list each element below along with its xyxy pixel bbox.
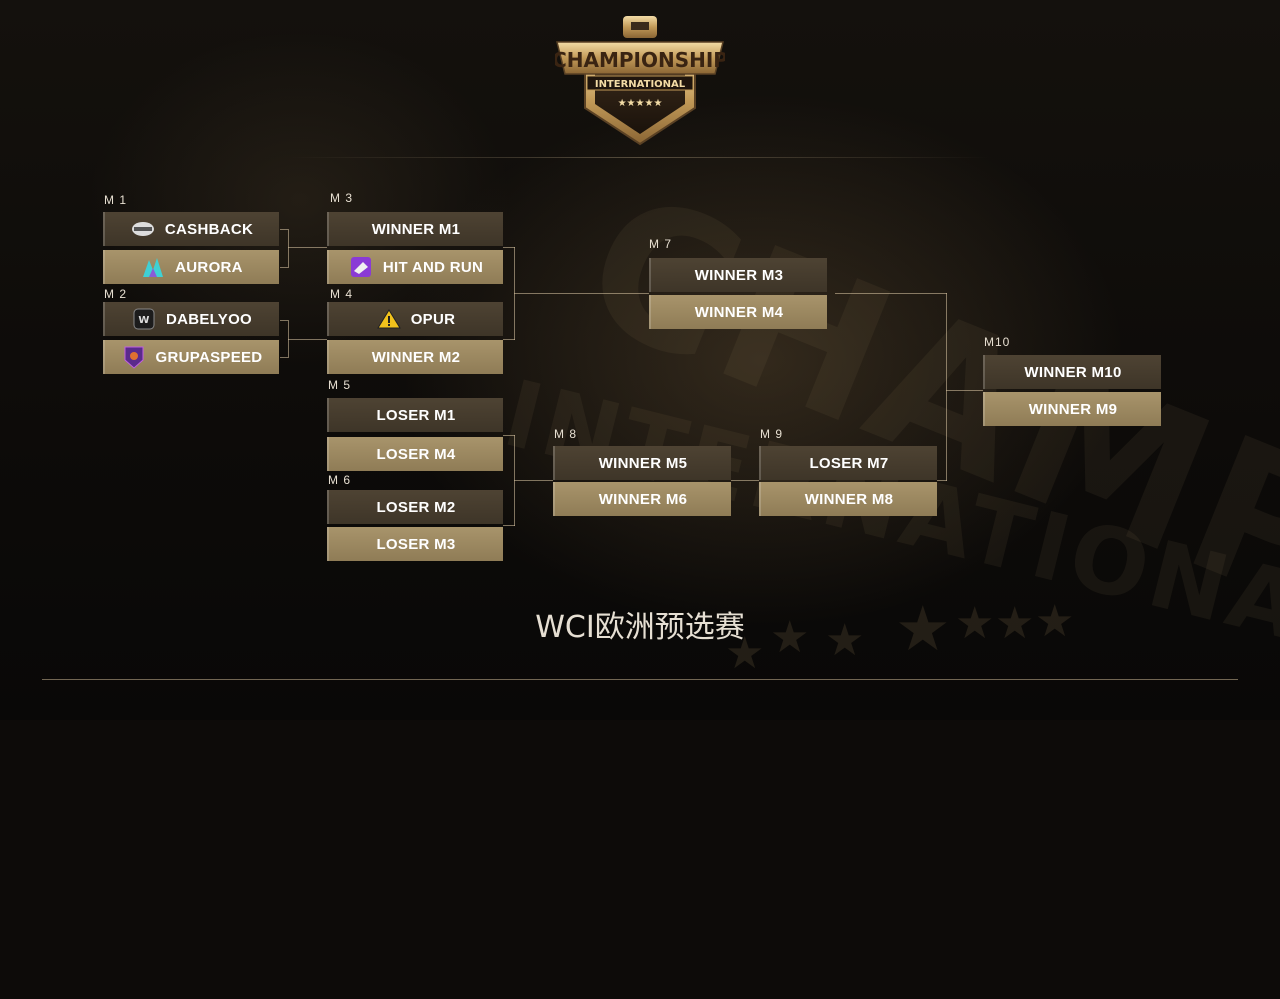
slot-text: LOSER M4: [376, 445, 456, 463]
slot-text: WINNER M4: [694, 303, 784, 321]
bracket-connector: [288, 229, 289, 268]
bracket-connector: [288, 247, 327, 248]
slot-text: WINNER M1: [371, 220, 461, 238]
match-label-m8: M 8: [554, 427, 578, 441]
svg-text:INTERNATIONAL: INTERNATIONAL: [595, 79, 686, 90]
aurora-logo-icon: [141, 256, 165, 278]
bracket-connector: [503, 339, 515, 340]
team-name: DABELYOO: [165, 310, 253, 328]
match-label-m9: M 9: [760, 427, 784, 441]
match-label-m2: M 2: [104, 287, 128, 301]
bracket-slot-m3-team2: HIT AND RUN: [327, 250, 503, 284]
bracket-slot-m2-team2: GRUPASPEED: [103, 340, 279, 374]
slot-text: WINNER M3: [694, 266, 784, 284]
bracket-slot-m4-team1: OPUR: [327, 302, 503, 336]
match-label-m5: M 5: [328, 378, 352, 392]
bracket-slot-m4-team2: WINNER M2: [327, 340, 503, 374]
slot-text: WINNER M10: [1024, 363, 1122, 381]
team-name: HIT AND RUN: [382, 258, 484, 276]
bracket-connector: [835, 293, 947, 294]
match-label-m10: M10: [984, 335, 1011, 349]
bracket-slot-m9-team1: LOSER M7: [759, 446, 937, 480]
team-name: CASHBACK: [164, 220, 254, 238]
bracket-slot-m7-team2: WINNER M4: [649, 295, 827, 329]
bracket-connector: [288, 339, 327, 340]
match-label-m6: M 6: [328, 473, 352, 487]
bracket-connector: [280, 229, 288, 230]
background-star-icon: ★: [955, 599, 995, 648]
cashback-logo-icon: [131, 218, 155, 240]
background-star-icon: ★: [825, 616, 865, 665]
slot-text: WINNER M8: [804, 490, 894, 508]
bracket-slot-m10-team1: WINNER M10: [983, 355, 1161, 389]
svg-text:CHAMPIONSHIP: CHAMPIONSHIP: [555, 48, 725, 72]
bracket-connector: [280, 267, 288, 268]
bracket-connector: [946, 390, 983, 391]
event-title: WCI欧洲预选赛: [535, 610, 745, 645]
match-label-m1: M 1: [104, 193, 128, 207]
bracket-slot-m1-team1: CASHBACK: [103, 212, 279, 246]
hit-and-run-logo-icon: [349, 256, 373, 278]
match-label-m7: M 7: [649, 237, 673, 251]
background-star-icon: ★: [895, 595, 951, 664]
svg-text:★★★★★: ★★★★★: [618, 98, 663, 109]
bracket-slot-m1-team2: AURORA: [103, 250, 279, 284]
opur-logo-icon: [376, 308, 401, 330]
bracket-slot-m8-team1: WINNER M5: [553, 446, 731, 480]
bracket-slot-m8-team2: WINNER M6: [553, 482, 731, 516]
championship-logo: CHAMPIONSHIP INTERNATIONAL ★★★★★: [552, 12, 728, 152]
background-star-icon: ★: [995, 599, 1035, 648]
footer-divider: [42, 679, 1238, 680]
slot-text: WINNER M6: [598, 490, 688, 508]
bracket-slot-m3-team1: WINNER M1: [327, 212, 503, 246]
bracket-slot-m6-team2: LOSER M3: [327, 527, 503, 561]
bracket-slot-m9-team2: WINNER M8: [759, 482, 937, 516]
bracket-connector: [937, 480, 947, 481]
bracket-connector: [503, 525, 515, 526]
bracket-slot-m5-team2: LOSER M4: [327, 437, 503, 471]
bracket-connector: [731, 480, 759, 481]
match-label-m4: M 4: [330, 287, 354, 301]
team-name: OPUR: [410, 310, 456, 328]
bracket-slot-m10-team2: WINNER M9: [983, 392, 1161, 426]
team-name: AURORA: [175, 258, 243, 276]
dabelyoo-logo-icon: W: [132, 308, 156, 330]
bracket-connector: [503, 435, 515, 436]
slot-text: LOSER M2: [376, 498, 456, 516]
slot-text: WINNER M9: [1028, 400, 1118, 418]
slot-text: WINNER M2: [371, 348, 461, 366]
background-star-icon: ★: [1035, 597, 1075, 646]
bracket-connector: [514, 480, 553, 481]
slot-text: WINNER M5: [598, 454, 688, 472]
bracket-slot-m6-team1: LOSER M2: [327, 490, 503, 524]
bracket-connector: [503, 247, 515, 248]
bracket-connector: [280, 357, 288, 358]
team-name: GRUPASPEED: [155, 348, 263, 366]
bracket-slot-m7-team1: WINNER M3: [649, 258, 827, 292]
header-divider: [290, 157, 990, 158]
bracket-slot-m5-team1: LOSER M1: [327, 398, 503, 432]
bracket-connector: [514, 293, 649, 294]
slot-text: LOSER M7: [809, 454, 889, 472]
grupaspeed-logo-icon: [122, 346, 146, 369]
background-star-icon: ★: [725, 629, 765, 678]
bracket-slot-m2-team1: W DABELYOO: [103, 302, 279, 336]
slot-text: LOSER M3: [376, 535, 456, 553]
match-label-m3: M 3: [330, 191, 354, 205]
slot-text: LOSER M1: [376, 406, 456, 424]
svg-text:W: W: [138, 315, 149, 326]
bracket-connector: [280, 320, 288, 321]
bracket-connector: [946, 293, 947, 481]
background-star-icon: ★: [770, 613, 810, 662]
